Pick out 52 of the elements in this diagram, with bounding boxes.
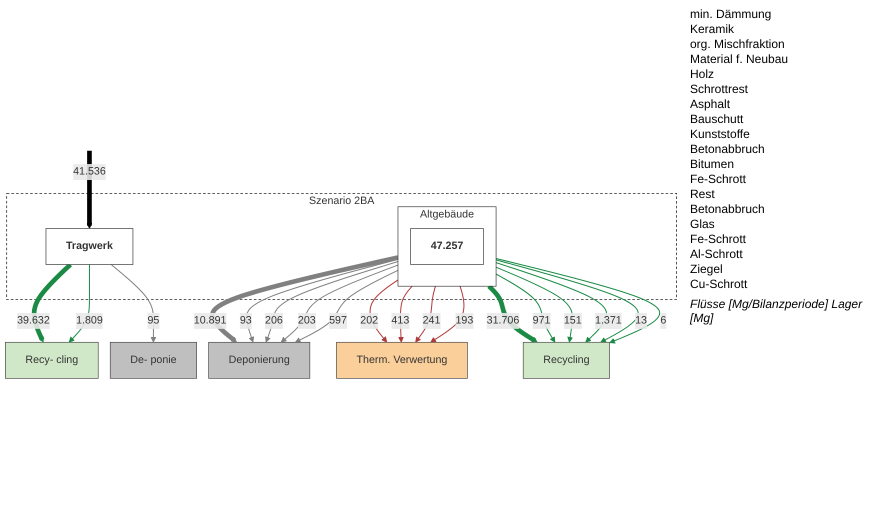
- flow-name: Asphalt: [690, 97, 732, 111]
- arrow: [430, 286, 464, 343]
- edge-label: 1.371: [595, 314, 622, 326]
- flow-name: Holz: [690, 67, 716, 81]
- edge-label: 6: [660, 314, 666, 326]
- edge-label: 31.706: [486, 314, 520, 326]
- node-box: Therm. Verwertung: [336, 342, 468, 379]
- edge-label: 241: [422, 314, 440, 326]
- units-note: Flüsse [Mg/Bilanzperiode] Lager [Mg]: [690, 297, 864, 325]
- flow-name: Betonabbruch: [690, 142, 766, 156]
- flow-name: Material f. Neubau: [690, 52, 790, 66]
- flow-name: Fe-Schrott: [690, 232, 748, 246]
- flow-name: Fe-Schrott: [690, 172, 748, 186]
- node-box: Deponierung: [208, 342, 310, 379]
- flow-name: Betonabbruch: [690, 202, 766, 216]
- flow-name: Kunststoffe: [690, 127, 751, 141]
- flow-name: Rest: [690, 187, 716, 201]
- edge-label: 193: [455, 314, 474, 326]
- edge-label: 151: [564, 314, 582, 326]
- flow-name: Bitumen: [690, 157, 736, 171]
- flow-name: Ziegel: [690, 262, 724, 276]
- node-box: 47.257: [410, 228, 484, 265]
- arrow: [110, 264, 156, 343]
- arrow: [496, 262, 608, 343]
- flow-name: org. Mischfraktion: [690, 37, 786, 51]
- edge-label: 39.632: [17, 314, 50, 326]
- flow-name: Bauschutt: [690, 112, 744, 126]
- edge-label: 10.891: [194, 314, 226, 326]
- edge-label: 971: [532, 314, 550, 326]
- flow-name: Keramik: [690, 22, 736, 36]
- flow-name: Cu-Schrott: [690, 277, 748, 291]
- edge-label: 95: [147, 314, 160, 326]
- arrow: [496, 274, 556, 343]
- edge-label: 597: [329, 314, 347, 326]
- edge-label: 413: [391, 314, 410, 326]
- flow-name: min. Dämmung: [690, 7, 772, 21]
- edge-label: 203: [298, 314, 316, 326]
- flow-name: Glas: [690, 217, 716, 231]
- edge-label: 41.536: [73, 166, 106, 178]
- edge-label: 13: [635, 314, 647, 326]
- edge-label: 206: [265, 314, 283, 326]
- arrow: [496, 266, 574, 343]
- edge-label: 93: [240, 314, 252, 326]
- node-box: Tragwerk: [46, 228, 134, 265]
- node-box: De- ponie: [110, 342, 197, 379]
- node-box: Recy- cling: [5, 342, 99, 379]
- edge-label: 1.809: [76, 314, 103, 326]
- arrow: [415, 286, 436, 343]
- edge-label: 202: [360, 314, 378, 326]
- node-box: Recycling: [522, 342, 610, 379]
- flow-name: Al-Schrott: [690, 247, 744, 261]
- flow-name: Schrottrest: [690, 82, 750, 96]
